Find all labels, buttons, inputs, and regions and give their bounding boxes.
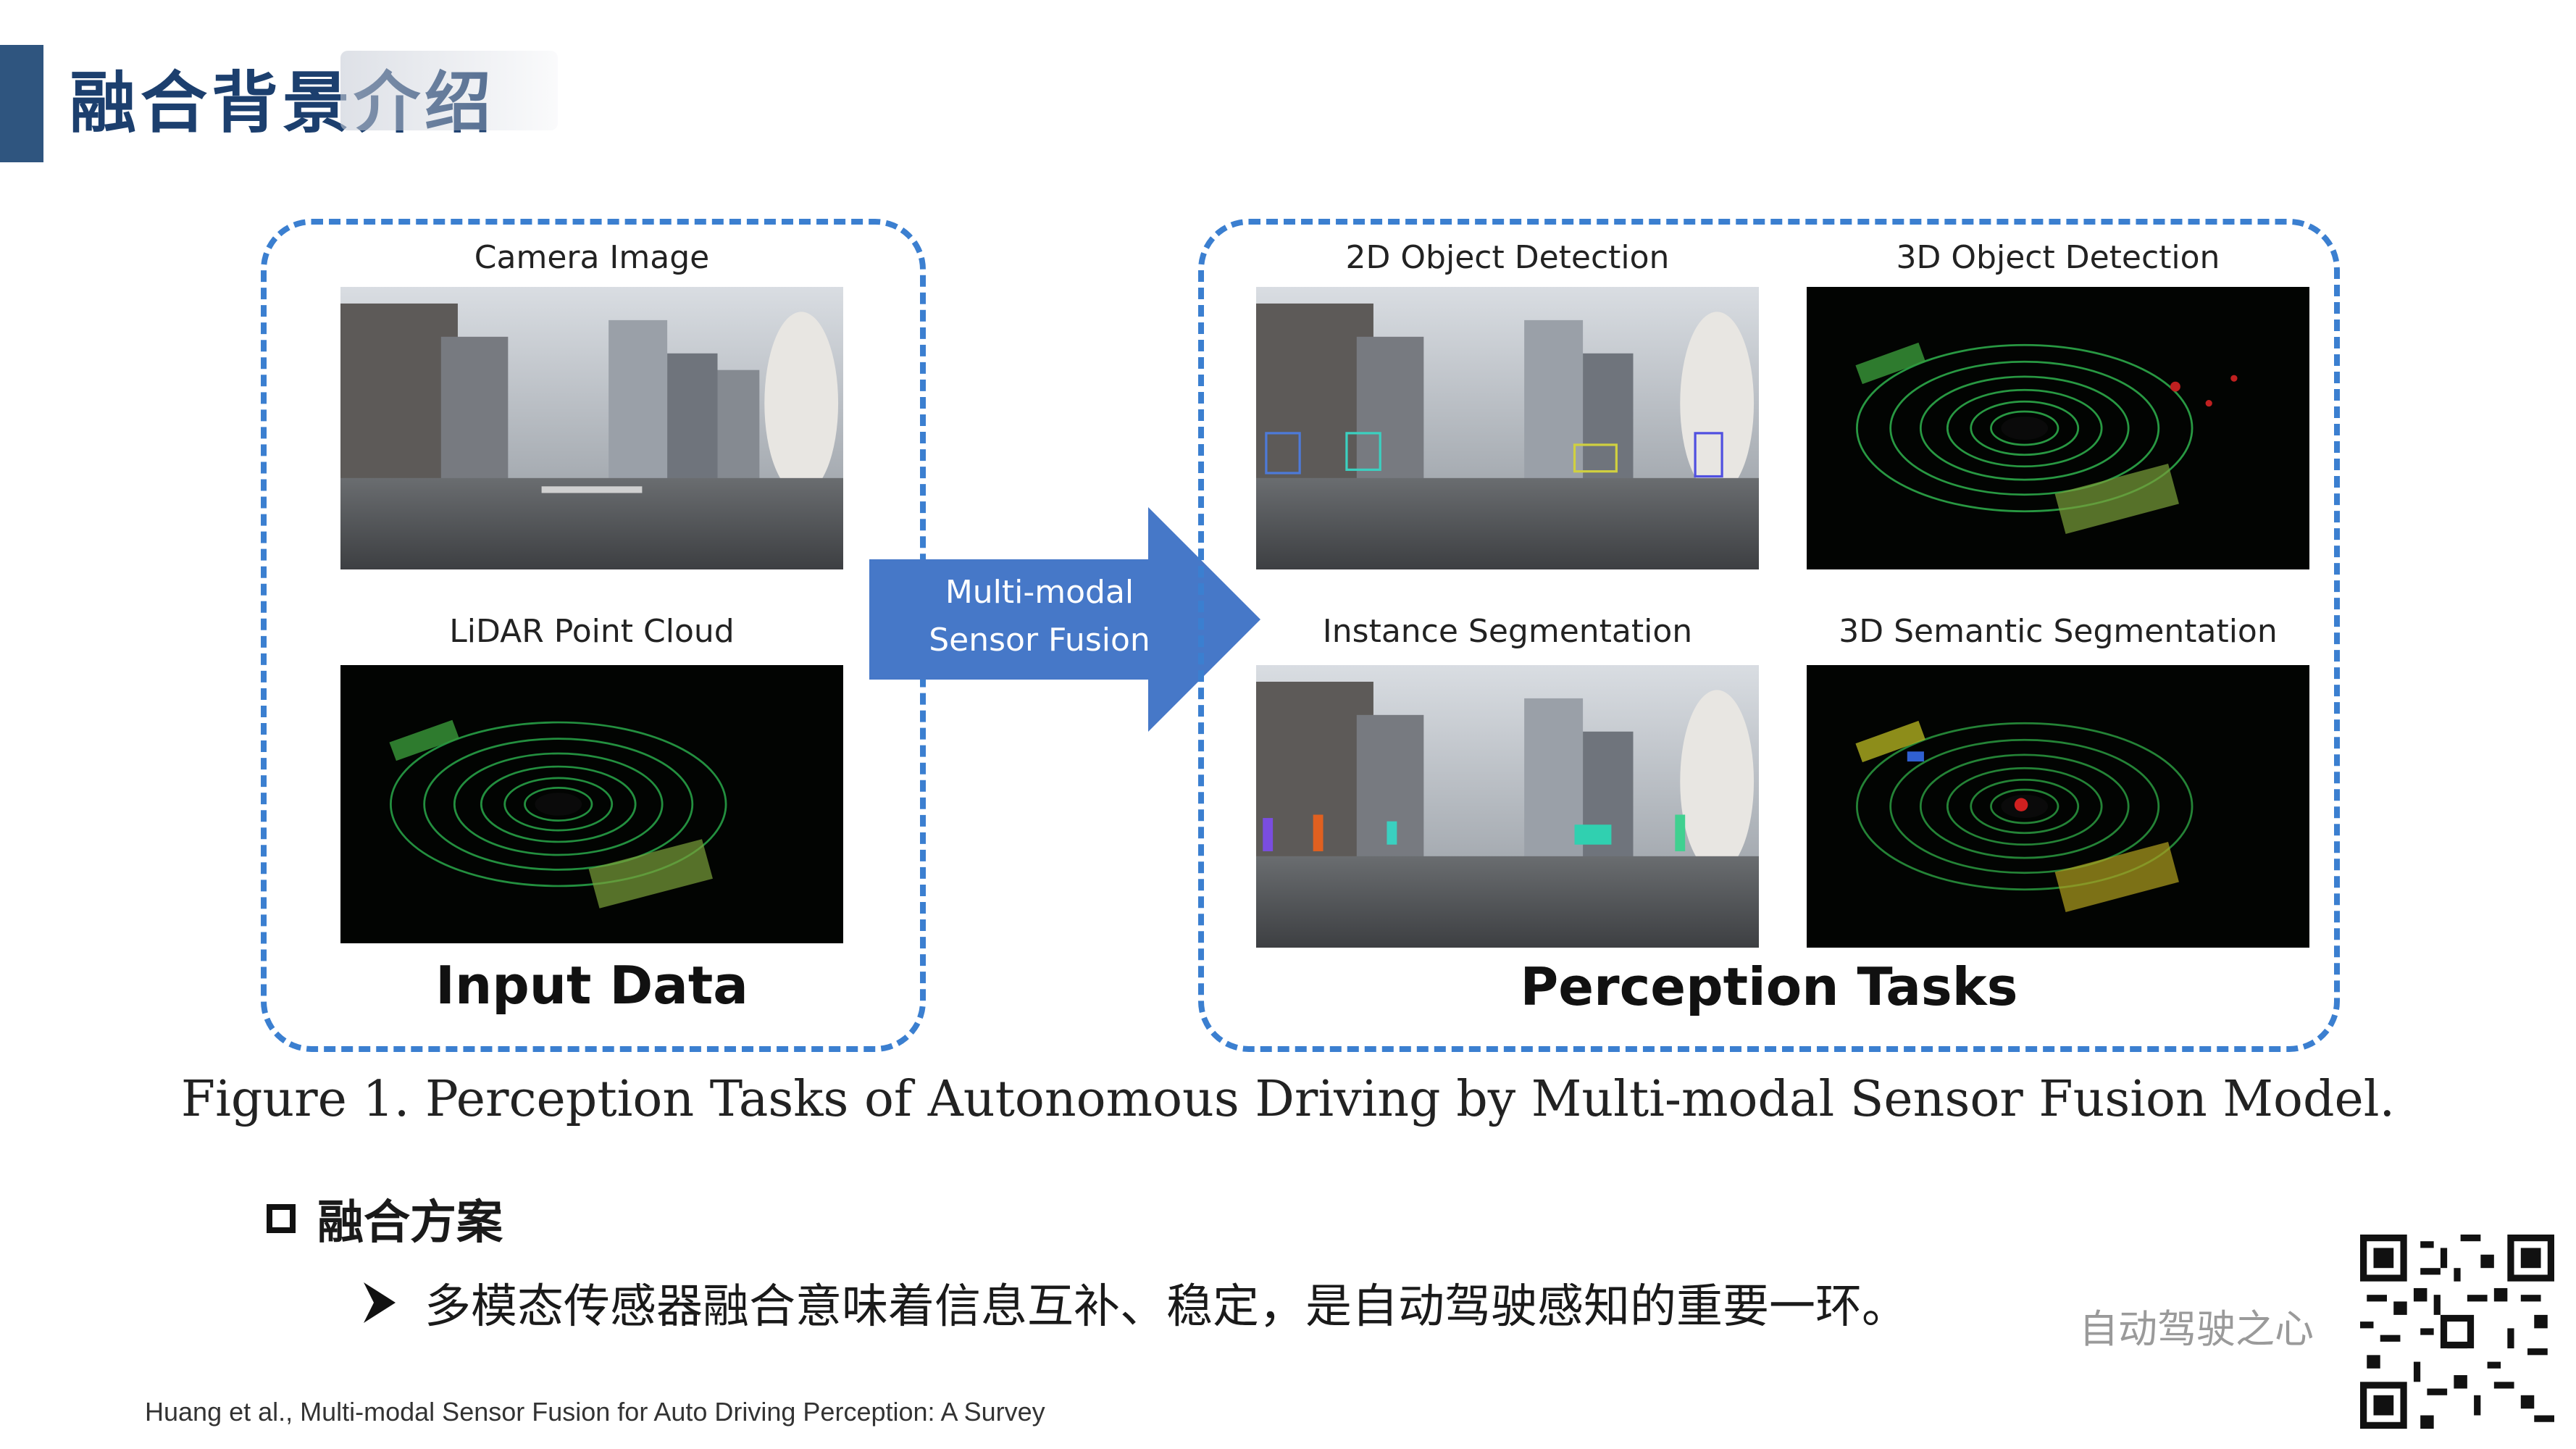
watermark-text: 自动驾驶之心 (2079, 1306, 2314, 1352)
fusion-arrow (869, 507, 1260, 732)
qr-code-image (2360, 1235, 2554, 1429)
bullet-item: 多模态传感器融合意味着信息互补、稳定，是自动驾驶感知的重要一环。 (364, 1269, 1908, 1336)
perception-tasks-box (1198, 219, 2340, 1052)
section-heading-text: 融合方案 (317, 1196, 503, 1250)
lidar-point-cloud-image (340, 665, 843, 943)
3d-object-detection-image (1807, 287, 2309, 569)
camera-image-label: Camera Image (474, 239, 710, 276)
section-heading: 融合方案 (267, 1185, 503, 1252)
arrowhead-bullet-icon (364, 1282, 396, 1323)
lidar-point-cloud-label: LiDAR Point Cloud (449, 613, 735, 650)
perception-tasks-caption: Perception Tasks (1520, 956, 2018, 1017)
citation: Huang et al., Multi-modal Sensor Fusion … (145, 1397, 1045, 1427)
camera-image (340, 287, 843, 569)
instance-segmentation-label: Instance Segmentation (1322, 613, 1693, 650)
instance-segmentation-image (1256, 665, 1759, 948)
square-bullet-icon (267, 1204, 296, 1233)
input-data-caption: Input Data (435, 955, 748, 1016)
figure-caption: Figure 1. Perception Tasks of Autonomous… (180, 1071, 2396, 1128)
fusion-arrow-label-line1: Multi-modal (945, 574, 1134, 611)
2d-object-detection-label: 2D Object Detection (1345, 239, 1670, 276)
title-accent-bar (0, 45, 43, 162)
fusion-arrow-label-line2: Sensor Fusion (929, 622, 1150, 659)
title-watermark-logo (340, 51, 558, 130)
3d-semantic-segmentation-image (1807, 665, 2309, 948)
bullet-text: 多模态传感器融合意味着信息互补、稳定，是自动驾驶感知的重要一环。 (425, 1280, 1908, 1334)
2d-object-detection-image (1256, 287, 1759, 569)
fusion-arrow-label: Multi-modal Sensor Fusion (880, 569, 1199, 664)
3d-semantic-segmentation-label: 3D Semantic Segmentation (1839, 613, 2278, 650)
3d-object-detection-label: 3D Object Detection (1896, 239, 2220, 276)
